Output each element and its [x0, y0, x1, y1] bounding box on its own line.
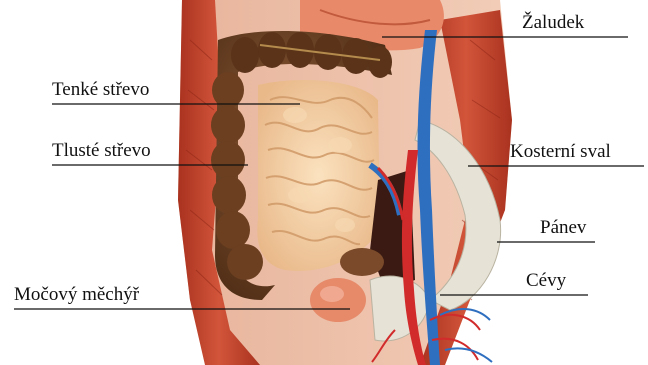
label-blood-vessels: Cévy [526, 271, 566, 290]
label-small-intestine: Tenké střevo [52, 80, 149, 99]
label-large-intestine: Tlusté střevo [52, 141, 151, 160]
label-skeletal-muscle: Kosterní sval [510, 142, 611, 161]
label-pelvis: Pánev [540, 218, 586, 237]
small-intestine [257, 80, 380, 271]
label-stomach: Žaludek [522, 13, 584, 32]
label-urinary-bladder: Močový měchýř [14, 285, 139, 304]
